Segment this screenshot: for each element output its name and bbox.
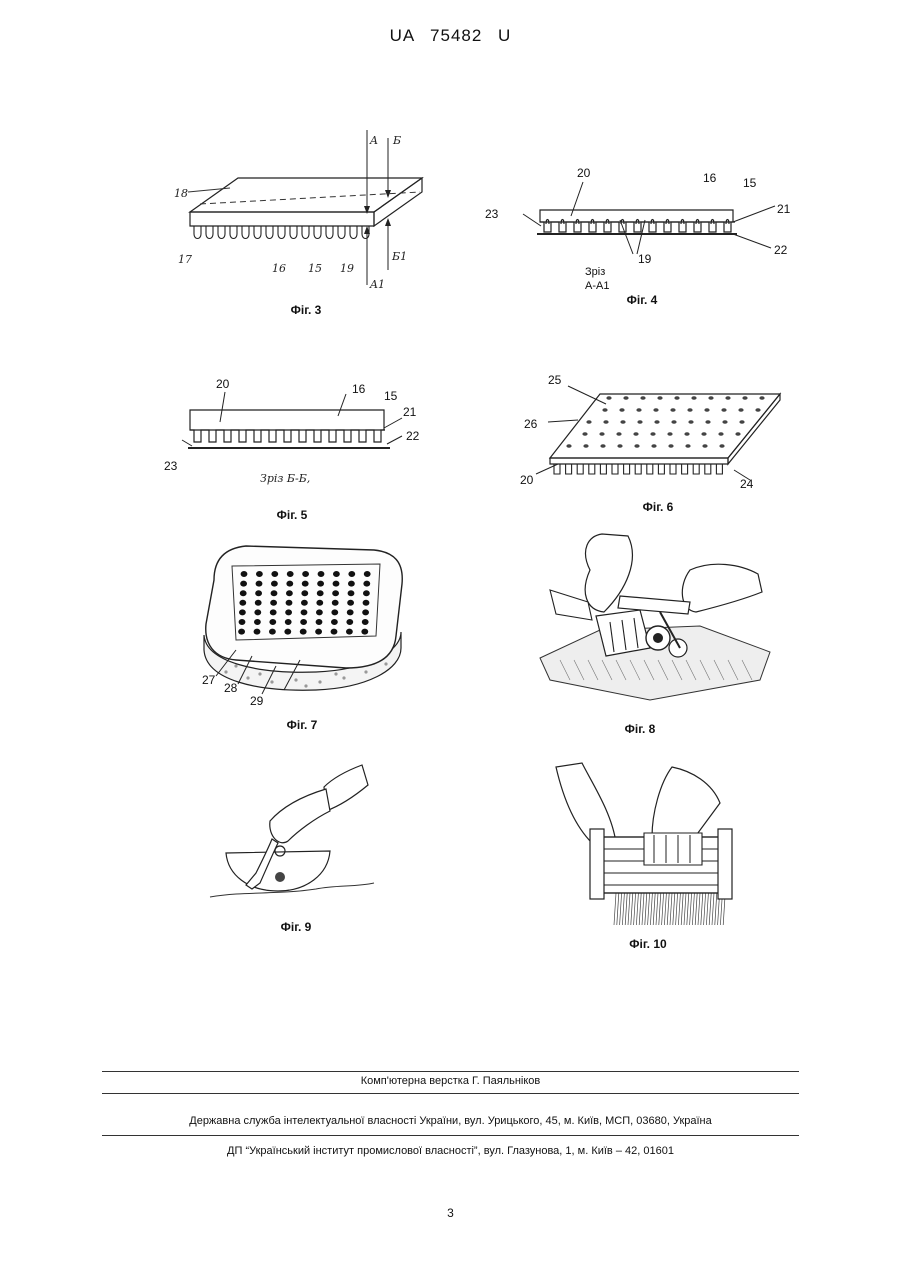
fig4-label-23: 23 [485,207,499,221]
fig4-section-id: A-A1 [585,280,609,292]
figure-10-drawing [552,763,752,928]
fig3-label-b: Б [392,134,401,147]
fig3-label-a1: A1 [369,278,385,291]
page-number: 3 [0,1206,901,1220]
fig3-label-a: A [369,134,378,147]
fig3-label-19: 19 [340,262,354,275]
footer-rule-middle [102,1093,799,1094]
fig4-label-20: 20 [577,166,591,180]
footer-agency: Державна служба інтелектуальної власност… [0,1115,901,1127]
footer-rule-bottom [102,1135,799,1136]
fig5-label-16: 16 [352,382,366,396]
fig4-label-19: 19 [638,252,652,266]
figure-5-drawing: 20 16 15 21 22 23 Зріз Б-Б, [162,372,442,492]
document-id: UA 75482 U [0,26,901,46]
fig5-label-21: 21 [403,405,417,419]
figure-3-caption: Фіг. 3 [246,303,366,317]
fig7-label-28: 28 [224,681,238,695]
fig5-label-20: 20 [216,377,230,391]
fig3-label-b1: Б1 [391,250,407,263]
fig7-label-27: 27 [202,673,216,687]
fig6-label-26: 26 [524,417,538,431]
footer-institute: ДП “Український інститут промислової вла… [0,1145,901,1157]
fig3-label-18: 18 [174,187,188,200]
footer-rule-top [102,1071,799,1072]
fig4-label-16: 16 [703,171,717,185]
fig6-label-24: 24 [740,477,754,491]
fig4-label-22: 22 [774,243,788,257]
figure-7-drawing: 27 28 29 [196,540,411,710]
fig5-label-15: 15 [384,389,398,403]
fig6-label-25: 25 [548,373,562,387]
footer-layout-credit: Комп'ютерна верстка Г. Паяльніков [0,1075,901,1087]
figure-9-caption: Фіг. 9 [236,920,356,934]
figure-6-caption: Фіг. 6 [598,500,718,514]
fig3-label-15: 15 [308,262,322,275]
fig4-label-15: 15 [743,176,757,190]
fig5-label-22: 22 [406,429,420,443]
figure-7-caption: Фіг. 7 [242,718,362,732]
figure-6-drawing: 25 26 20 24 [518,370,778,495]
figure-8-drawing [530,530,780,710]
fig5-section-label: Зріз Б-Б, [260,472,310,485]
fig3-label-16: 16 [272,262,286,275]
figure-4-drawing: 20 16 15 23 21 22 19 Зріз A-A1 [485,162,795,297]
figure-3-drawing: 18 A Б 17 16 15 19 Б1 A1 [170,130,440,295]
fig4-section-label: Зріз [585,266,605,278]
figure-5-caption: Фіг. 5 [232,508,352,522]
fig6-label-20: 20 [520,473,534,487]
figure-4-caption: Фіг. 4 [582,293,702,307]
figure-8-caption: Фіг. 8 [580,722,700,736]
figure-9-drawing [206,765,376,905]
fig4-label-21: 21 [777,202,791,216]
figure-10-caption: Фіг. 10 [588,937,708,951]
fig3-label-17: 17 [178,253,192,266]
fig5-label-23: 23 [164,459,178,473]
fig7-label-29: 29 [250,694,264,708]
